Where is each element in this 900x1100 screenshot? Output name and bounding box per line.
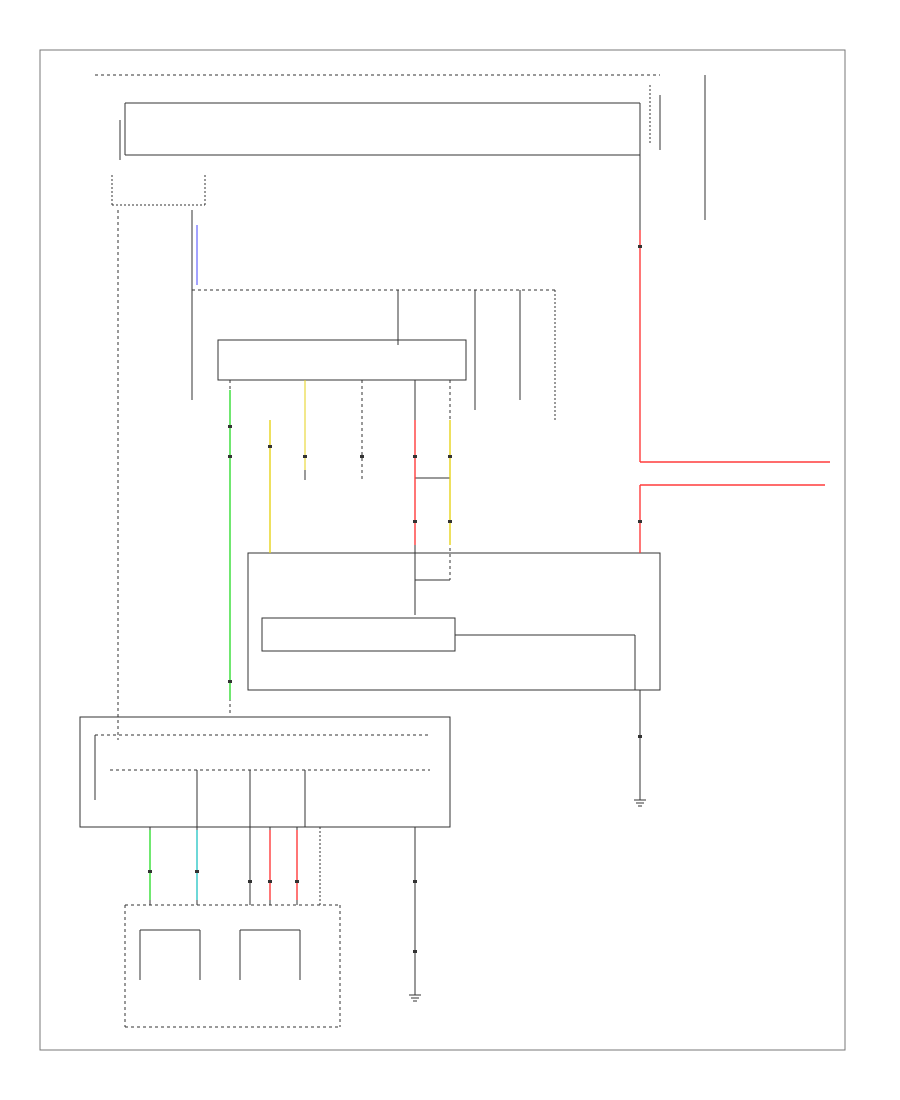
power-window-switch-box	[79, 716, 451, 828]
power-window-control-box	[261, 617, 456, 652]
fuse-box-mid	[217, 339, 467, 381]
ground-symbols	[409, 799, 646, 1002]
body-control-module	[247, 552, 661, 691]
diagram-border	[39, 49, 846, 1051]
